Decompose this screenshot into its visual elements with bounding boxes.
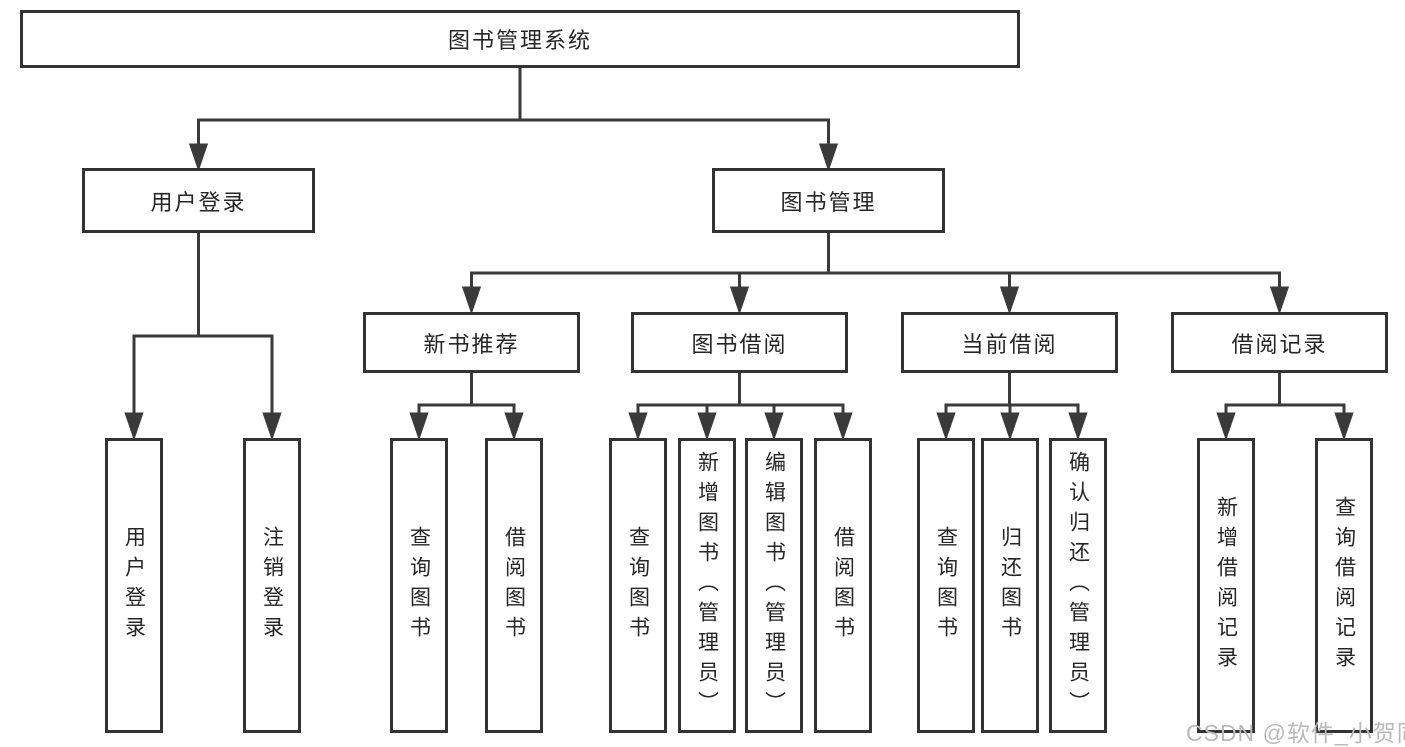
arrow-icon bbox=[833, 412, 853, 441]
leaf-query-books-borrow: 查询图书 bbox=[609, 438, 667, 733]
node-book-management-label: 图书管理 bbox=[780, 189, 877, 215]
leaf-borrow-books-recommend-label: 借阅图书 bbox=[502, 525, 526, 646]
leaf-query-borrow-record-label: 查询借阅记录 bbox=[1332, 495, 1356, 676]
leaf-query-books-current-label: 查询图书 bbox=[934, 525, 958, 646]
node-book-management: 图书管理 bbox=[712, 168, 945, 233]
leaf-add-borrow-record-label: 新增借阅记录 bbox=[1214, 495, 1238, 676]
node-borrow-records-label: 借阅记录 bbox=[1231, 331, 1328, 357]
node-borrow-records: 借阅记录 bbox=[1171, 312, 1388, 373]
arrow-icon bbox=[936, 412, 956, 441]
arrow-icon bbox=[124, 412, 144, 441]
node-new-book-recommend-label: 新书推荐 bbox=[423, 331, 520, 357]
edge-new-book-recommend-to-leaves bbox=[409, 373, 524, 441]
node-current-borrow: 当前借阅 bbox=[901, 312, 1118, 373]
leaf-add-book-admin: 新增图书（管理员） bbox=[678, 438, 736, 733]
leaf-user-login-label: 用户登录 bbox=[122, 525, 146, 646]
leaf-query-books-recommend-label: 查询图书 bbox=[407, 525, 431, 646]
arrow-icon bbox=[461, 286, 482, 315]
leaf-logout: 注销登录 bbox=[243, 438, 301, 733]
leaf-query-books-current: 查询图书 bbox=[917, 438, 975, 733]
arrow-icon bbox=[628, 412, 648, 441]
edge-borrow-records-to-leaves bbox=[1216, 373, 1354, 441]
arrow-icon bbox=[764, 412, 784, 441]
node-current-borrow-label: 当前借阅 bbox=[961, 331, 1058, 357]
arrow-icon bbox=[1334, 412, 1354, 441]
arrow-icon bbox=[504, 412, 524, 441]
leaf-confirm-return-admin-label: 确认归还（管理员） bbox=[1066, 450, 1090, 721]
arrow-icon bbox=[262, 412, 282, 441]
leaf-user-login: 用户登录 bbox=[105, 438, 163, 733]
leaf-query-books-borrow-label: 查询图书 bbox=[626, 525, 650, 646]
arrow-icon bbox=[729, 286, 750, 315]
leaf-borrow-books-borrow: 借阅图书 bbox=[814, 438, 872, 733]
node-book-borrow-label: 图书借阅 bbox=[691, 331, 788, 357]
leaf-edit-book-admin: 编辑图书（管理员） bbox=[745, 438, 803, 733]
edge-current-borrow-to-leaves bbox=[936, 373, 1088, 441]
watermark: CSDN @软件_小贺同学 bbox=[1186, 720, 1405, 746]
node-user-login-label: 用户登录 bbox=[150, 189, 247, 215]
node-root-label: 图书管理系统 bbox=[447, 28, 592, 53]
leaf-return-books: 归还图书 bbox=[981, 438, 1039, 733]
arrow-icon bbox=[1216, 412, 1236, 441]
arrow-icon bbox=[1000, 412, 1020, 441]
node-root: 图书管理系统 bbox=[20, 10, 1020, 68]
arrow-icon bbox=[697, 412, 717, 441]
arrow-icon bbox=[1269, 286, 1290, 315]
arrow-icon bbox=[188, 143, 209, 172]
edge-root-to-level2 bbox=[188, 68, 839, 172]
arrow-icon bbox=[409, 412, 429, 441]
arrow-icon bbox=[999, 286, 1020, 315]
leaf-add-borrow-record: 新增借阅记录 bbox=[1197, 438, 1255, 733]
edge-book-borrow-to-leaves bbox=[628, 373, 853, 441]
edge-user-login-to-leaves bbox=[124, 233, 282, 441]
leaf-query-books-recommend: 查询图书 bbox=[390, 438, 448, 733]
leaf-return-books-label: 归还图书 bbox=[998, 525, 1022, 646]
arrow-icon bbox=[1068, 412, 1088, 441]
node-book-borrow: 图书借阅 bbox=[631, 312, 848, 373]
leaf-borrow-books-borrow-label: 借阅图书 bbox=[831, 525, 855, 646]
node-user-login: 用户登录 bbox=[82, 168, 315, 233]
leaf-borrow-books-recommend: 借阅图书 bbox=[485, 438, 543, 733]
leaf-edit-book-admin-label: 编辑图书（管理员） bbox=[762, 450, 786, 721]
edge-book-management-to-level3 bbox=[461, 233, 1290, 315]
node-new-book-recommend: 新书推荐 bbox=[363, 312, 580, 373]
leaf-query-borrow-record: 查询借阅记录 bbox=[1315, 438, 1373, 733]
arrow-icon bbox=[818, 143, 839, 172]
leaf-logout-label: 注销登录 bbox=[260, 525, 284, 646]
leaf-confirm-return-admin: 确认归还（管理员） bbox=[1049, 438, 1107, 733]
leaf-add-book-admin-label: 新增图书（管理员） bbox=[695, 450, 719, 721]
